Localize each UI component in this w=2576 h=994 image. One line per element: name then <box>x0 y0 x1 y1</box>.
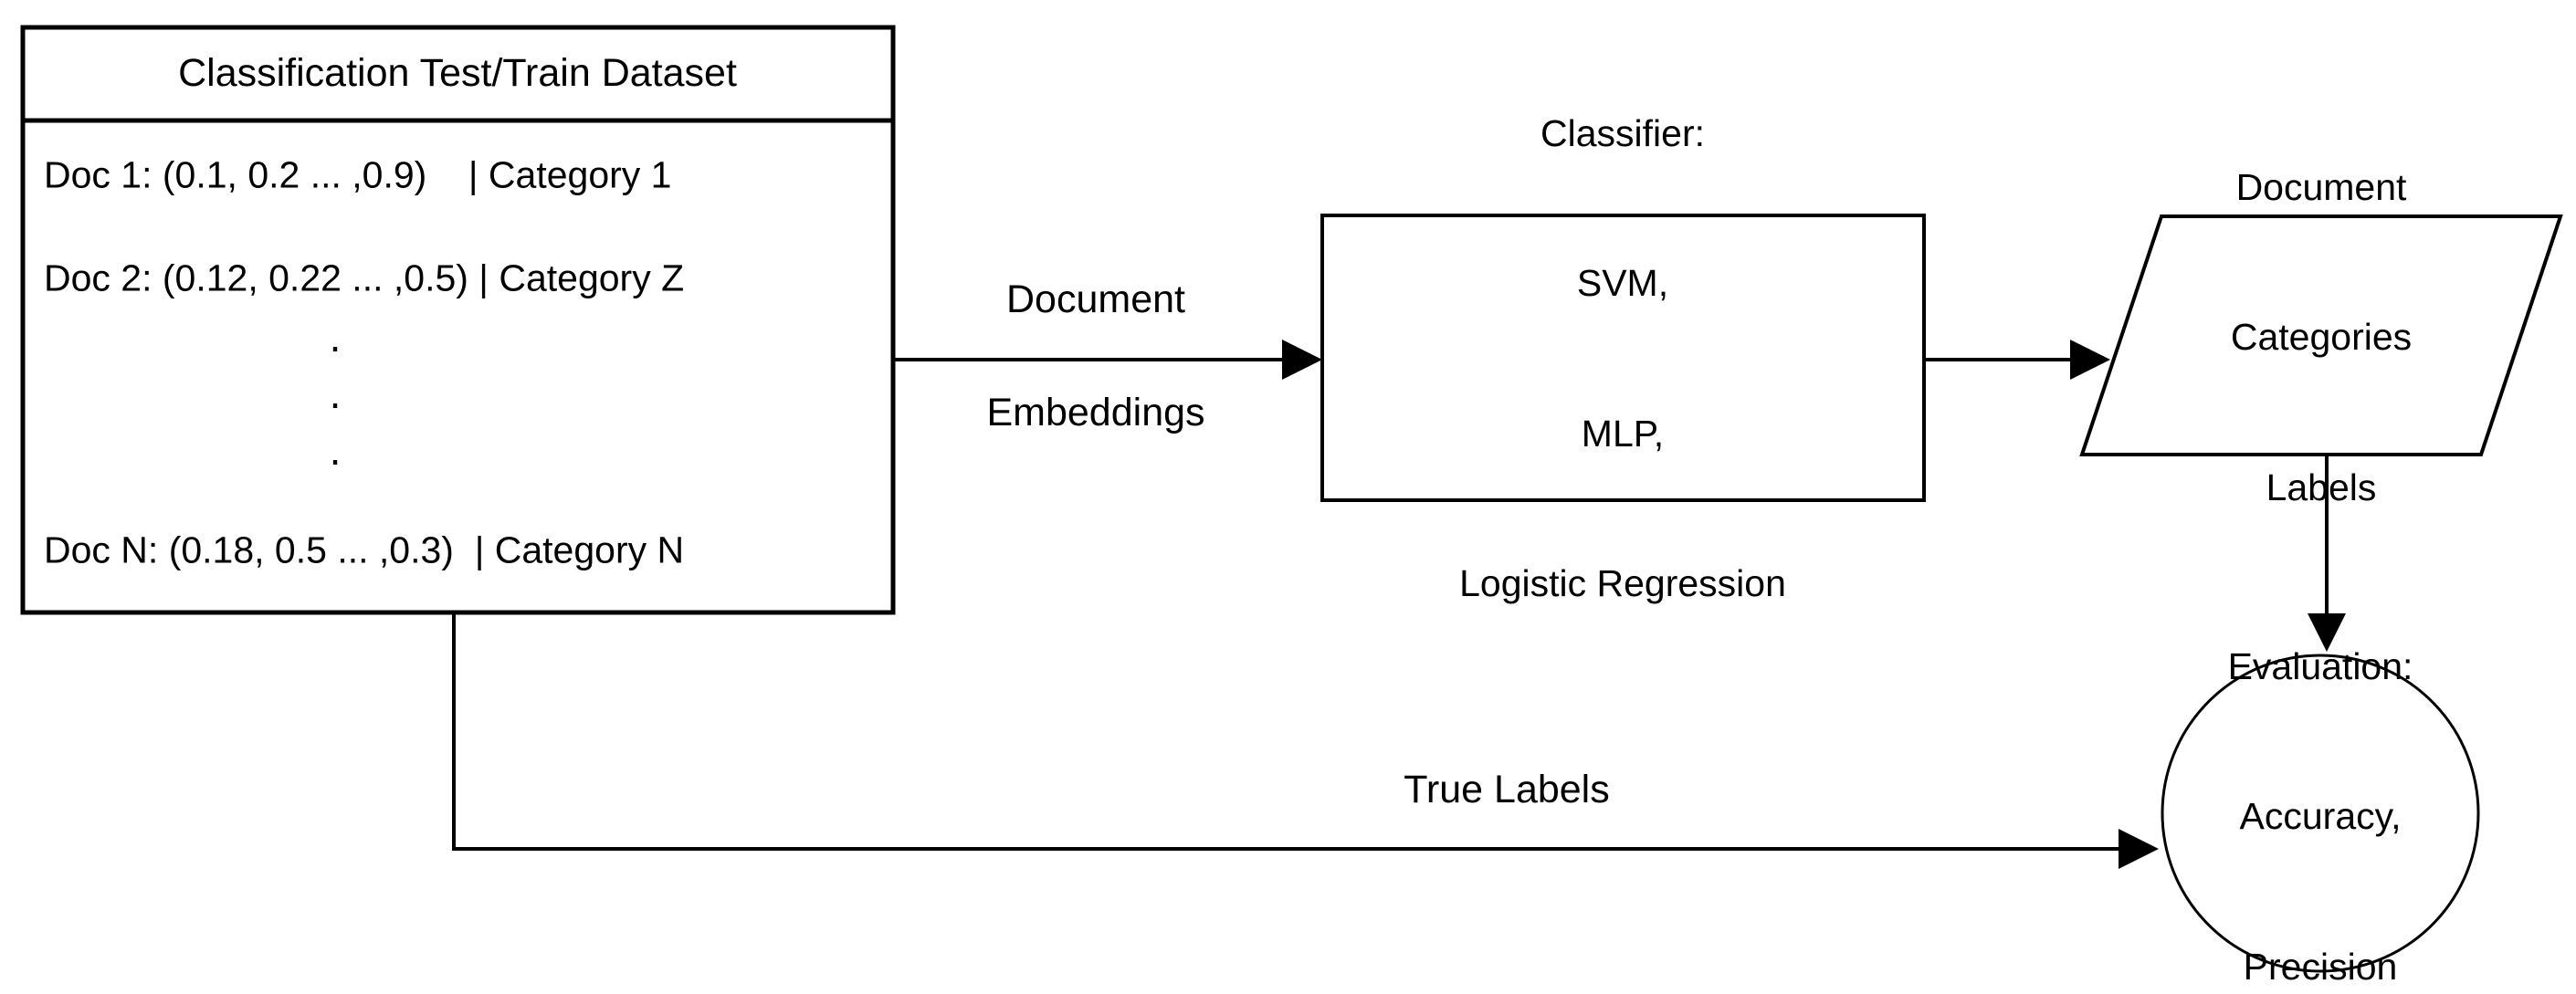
output-parallelogram-shape <box>2079 214 2563 456</box>
evaluation-line-title: Evaluation: <box>2227 644 2413 687</box>
output-parallelogram-label: Document Categories Labels <box>2231 65 2412 609</box>
evaluation-circle-label: Evaluation: Accuracy, Precision <box>2228 544 2413 994</box>
document-embeddings-label-line2: Embeddings <box>986 391 1205 435</box>
classifier-line-logreg: Logistic Regression <box>1459 561 1786 604</box>
classifier-line-mlp: MLP, <box>1581 412 1665 455</box>
classifier-box-shape <box>1320 214 1926 502</box>
classifier-output-arrowhead-icon <box>2070 340 2110 380</box>
dataset-row-doc1: Doc 1: (0.1, 0.2 ... ,0.9) | Category 1 <box>44 153 672 196</box>
document-embeddings-label-line1: Document <box>1006 277 1185 322</box>
evaluation-line-accuracy: Accuracy, <box>2239 795 2402 837</box>
classifier-box-label: Classifier: SVM, MLP, Logistic Regressio… <box>1459 11 1786 706</box>
dataset-vertical-ellipsis: . . . <box>329 313 342 474</box>
output-line-document: Document <box>2235 165 2407 208</box>
document-embeddings-arrowhead-icon <box>1282 340 1322 380</box>
true-labels-arrowhead-icon <box>2119 829 2159 869</box>
output-line-labels: Labels <box>2266 466 2377 508</box>
dataset-box-title: Classification Test/Train Dataset <box>178 51 737 96</box>
dataset-row-doc2: Doc 2: (0.12, 0.22 ... ,0.5) | Category … <box>44 256 685 299</box>
true-labels-label: True Labels <box>1404 768 1610 812</box>
dataset-row-docN: Doc N: (0.18, 0.5 ... ,0.3) | Category N <box>44 528 685 571</box>
classifier-line-title: Classifier: <box>1540 111 1705 154</box>
output-line-categories: Categories <box>2230 316 2413 358</box>
labels-down-arrowhead-icon <box>2308 613 2346 652</box>
dataset-box-shape <box>20 25 896 615</box>
true-labels-arrow-line <box>452 612 2120 851</box>
classifier-line-svm: SVM, <box>1576 261 1669 304</box>
evaluation-line-precision: Precision <box>2243 945 2398 988</box>
evaluation-circle-shape <box>2161 654 2480 973</box>
